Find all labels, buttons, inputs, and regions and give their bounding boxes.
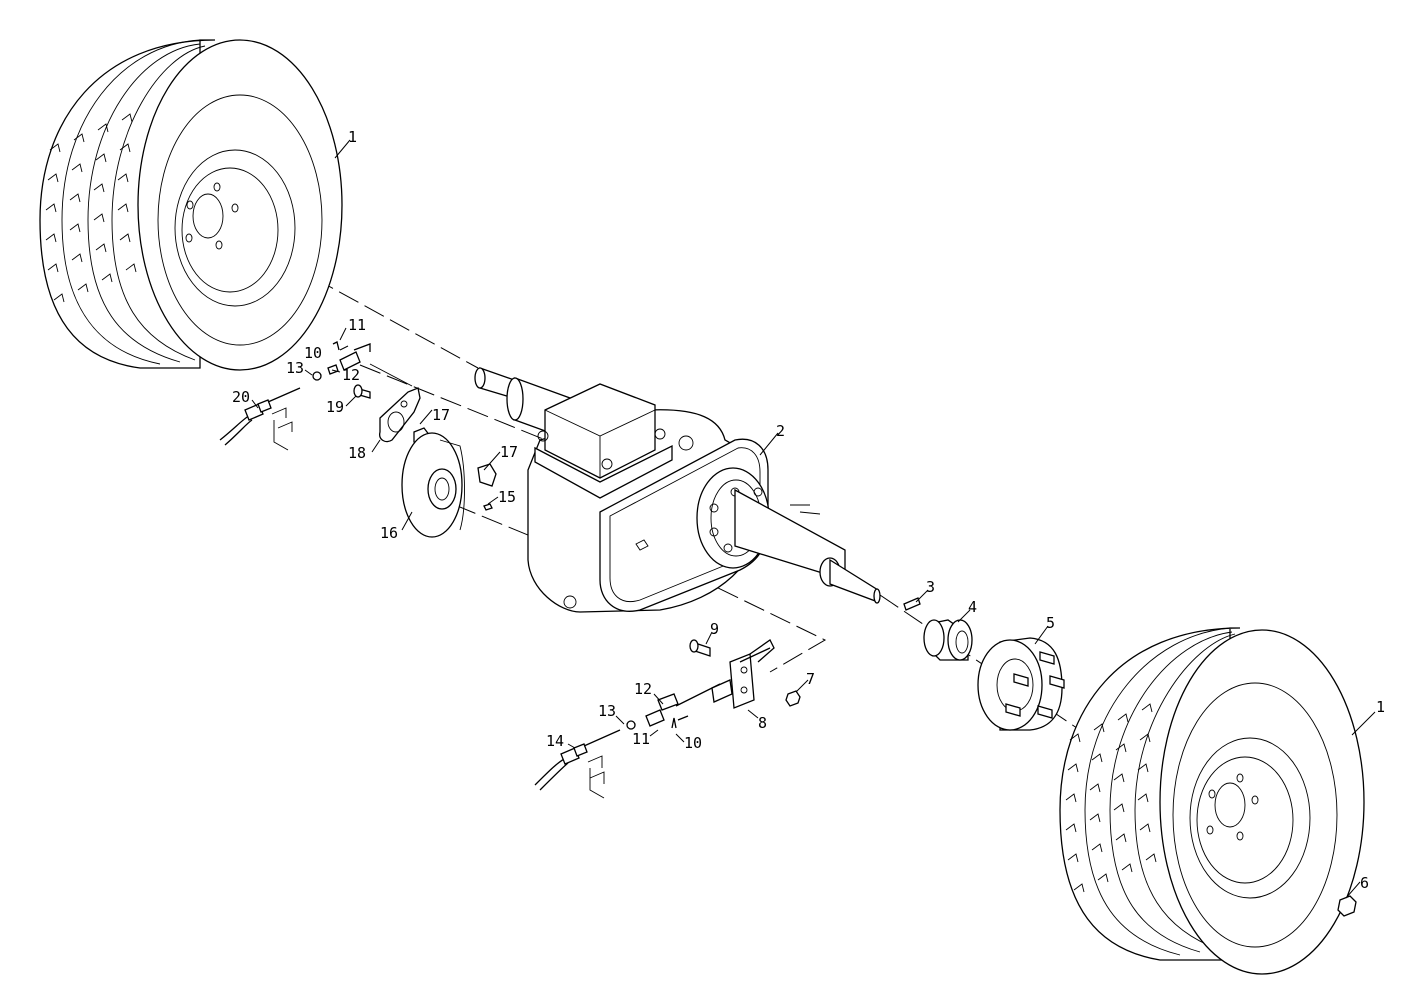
callout-1-right: 1 xyxy=(1376,698,1385,716)
callout-20: 20 xyxy=(232,388,250,406)
callout-18: 18 xyxy=(348,444,366,462)
callout-11-right: 11 xyxy=(632,730,650,748)
callout-labels: 1 1 2 3 4 5 6 7 8 9 10 10 11 11 12 12 13… xyxy=(232,128,1385,892)
callout-1-left: 1 xyxy=(348,128,357,146)
callout-14: 14 xyxy=(546,732,564,750)
callout-2: 2 xyxy=(776,422,785,440)
callout-6: 6 xyxy=(1360,874,1369,892)
callout-17-right: 17 xyxy=(500,443,518,461)
left-brake-cable xyxy=(219,387,301,451)
right-wheel xyxy=(1059,627,1365,975)
leader-lines xyxy=(251,139,1376,899)
callout-5: 5 xyxy=(1046,614,1055,632)
left-brake-parts xyxy=(312,341,497,538)
left-wheel xyxy=(39,39,343,371)
left-tire-tread xyxy=(45,113,137,303)
callout-12-left: 12 xyxy=(342,366,360,384)
key xyxy=(903,597,921,611)
right-brake-parts xyxy=(626,639,801,730)
callout-13-right: 13 xyxy=(598,702,616,720)
callout-10-left: 10 xyxy=(304,344,322,362)
bushing xyxy=(923,619,973,661)
wheel-hub xyxy=(977,637,1065,731)
callout-17-left: 17 xyxy=(432,406,450,424)
callout-8: 8 xyxy=(758,714,767,732)
callout-13-left: 13 xyxy=(286,359,304,377)
lug-nut xyxy=(1337,895,1357,917)
callout-10-right: 10 xyxy=(684,734,702,752)
callout-4: 4 xyxy=(968,598,977,616)
callout-9: 9 xyxy=(710,620,719,638)
callout-16: 16 xyxy=(380,524,398,542)
right-brake-cable xyxy=(534,729,621,799)
callout-15: 15 xyxy=(498,488,516,506)
callout-7: 7 xyxy=(806,670,815,688)
callout-11-left: 11 xyxy=(348,316,366,334)
callout-12-right: 12 xyxy=(634,680,652,698)
right-tire-tread xyxy=(1065,703,1157,893)
callout-19: 19 xyxy=(326,398,344,416)
transaxle-housing xyxy=(474,367,881,613)
callout-3: 3 xyxy=(926,578,935,596)
